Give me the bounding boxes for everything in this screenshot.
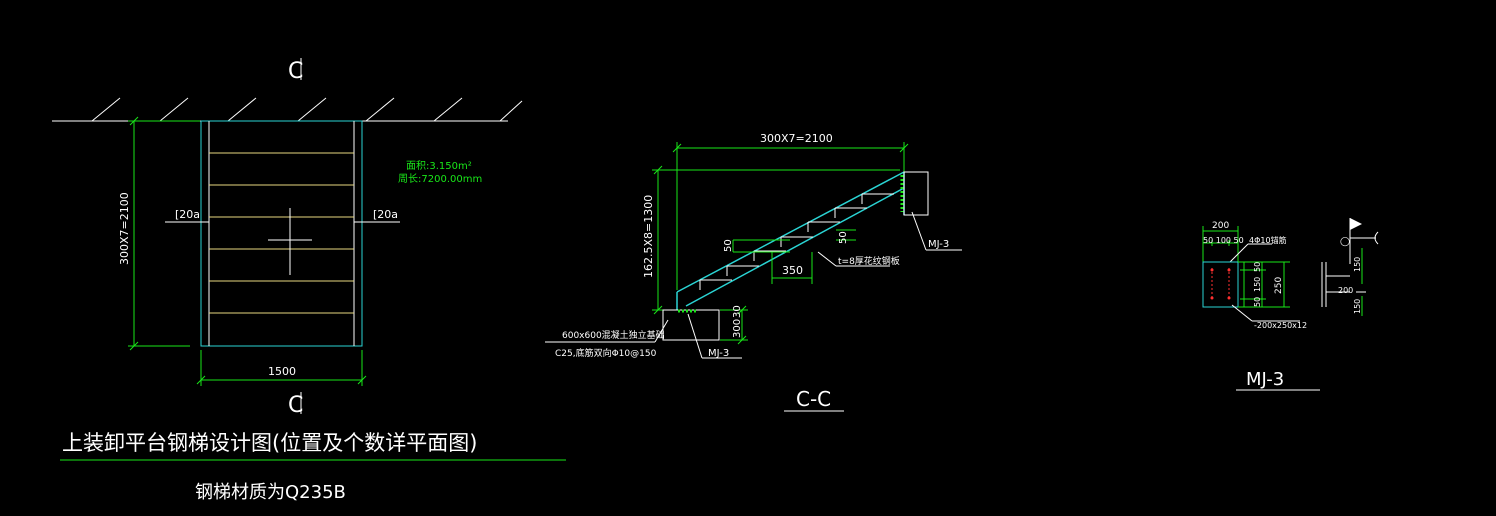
- section-dim-50-b: 50: [838, 231, 849, 244]
- section-cc: 300X7=2100 162.5X8=1300: [545, 132, 962, 412]
- section-dim-50-a: 50: [723, 239, 734, 252]
- weld-mark: ◯: [1340, 237, 1350, 247]
- section-plate-note: t=8厚花纹钢板: [838, 255, 900, 267]
- stair-plan: [200, 120, 363, 347]
- height-dimension: [128, 116, 200, 351]
- section-mark-bottom: C: [288, 393, 303, 418]
- channel-label-right: [20a: [373, 208, 398, 221]
- detail-dim-200-top: 200: [1212, 221, 1229, 231]
- plan-view: C C: [52, 58, 523, 418]
- section-found-note-2: C25,底筋双向Φ10@150: [555, 347, 657, 359]
- detail-dim-250: 250: [1274, 277, 1284, 294]
- detail-dim-200-r: 200: [1338, 286, 1353, 295]
- height-dim-text: 300X7=2100: [118, 192, 131, 265]
- detail-dim-150-r1: 150: [1353, 257, 1362, 272]
- detail-mj3: 200 50 100 50 4Φ10锚筋 50 150 50 250: [1202, 218, 1379, 391]
- section-dim-300: 300: [732, 319, 743, 338]
- material-note: 钢梯材质为Q235B: [195, 482, 346, 503]
- channel-label-left: [20a: [175, 208, 200, 221]
- section-top-dim: 300X7=2100: [760, 132, 833, 145]
- detail-dim-50-100-50: 50 100 50: [1203, 236, 1244, 245]
- section-dim-30: 30: [732, 305, 743, 318]
- section-dim-350: 350: [782, 264, 803, 277]
- section-mark-top: C: [288, 59, 303, 84]
- section-vert-dim: 162.5X8=1300: [642, 195, 655, 278]
- detail-dim-150-r2: 150: [1353, 299, 1362, 314]
- detail-plate-note: -200x250x12: [1254, 321, 1307, 330]
- detail-dim-50-a: 50: [1253, 262, 1262, 272]
- detail-title: MJ-3: [1246, 369, 1284, 390]
- width-dim-text: 1500: [268, 365, 296, 378]
- section-title: C-C: [796, 387, 831, 411]
- width-dimension: [196, 350, 367, 386]
- perimeter-note: 周长:7200.00mm: [398, 173, 482, 185]
- detail-dim-50-b: 50: [1253, 297, 1262, 307]
- section-mj-top: MJ-3: [928, 239, 949, 250]
- detail-bolt-note: 4Φ10锚筋: [1249, 235, 1287, 245]
- area-note: 面积:3.150m²: [406, 160, 472, 172]
- section-found-note-1: 600x600混凝土独立基础: [562, 329, 665, 341]
- detail-dim-150-h: 150: [1253, 277, 1262, 292]
- main-title: 上装卸平台钢梯设计图(位置及个数详平面图): [62, 431, 477, 455]
- section-mj-bottom: MJ-3: [708, 348, 729, 359]
